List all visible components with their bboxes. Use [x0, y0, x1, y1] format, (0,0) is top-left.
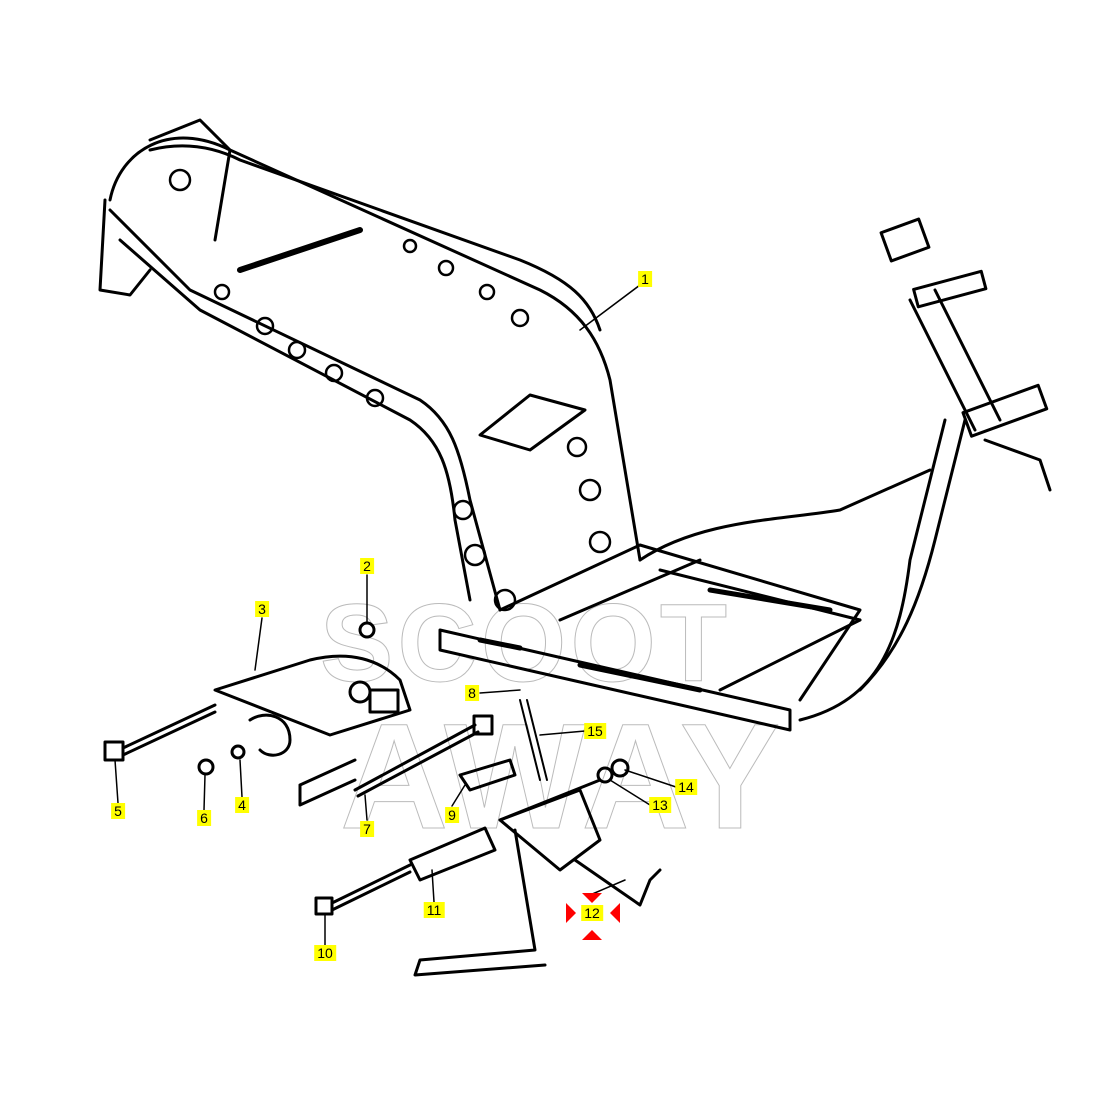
callout-5[interactable]: 5 [111, 803, 125, 819]
callout-3[interactable]: 3 [255, 601, 269, 617]
callout-10[interactable]: 10 [314, 945, 336, 961]
selection-arrows [566, 893, 620, 940]
callout-14[interactable]: 14 [675, 779, 697, 795]
callout-9[interactable]: 9 [445, 807, 459, 823]
callout-11[interactable]: 11 [423, 902, 445, 918]
callout-8[interactable]: 8 [465, 685, 479, 701]
callout-15[interactable]: 15 [584, 723, 606, 739]
callout-2[interactable]: 2 [360, 558, 374, 574]
callout-1[interactable]: 1 [638, 271, 652, 287]
callout-6[interactable]: 6 [197, 810, 211, 826]
callout-12-selected[interactable]: 12 [581, 905, 603, 921]
callout-7[interactable]: 7 [360, 821, 374, 837]
callout-4[interactable]: 4 [235, 797, 249, 813]
callout-13[interactable]: 13 [649, 797, 671, 813]
